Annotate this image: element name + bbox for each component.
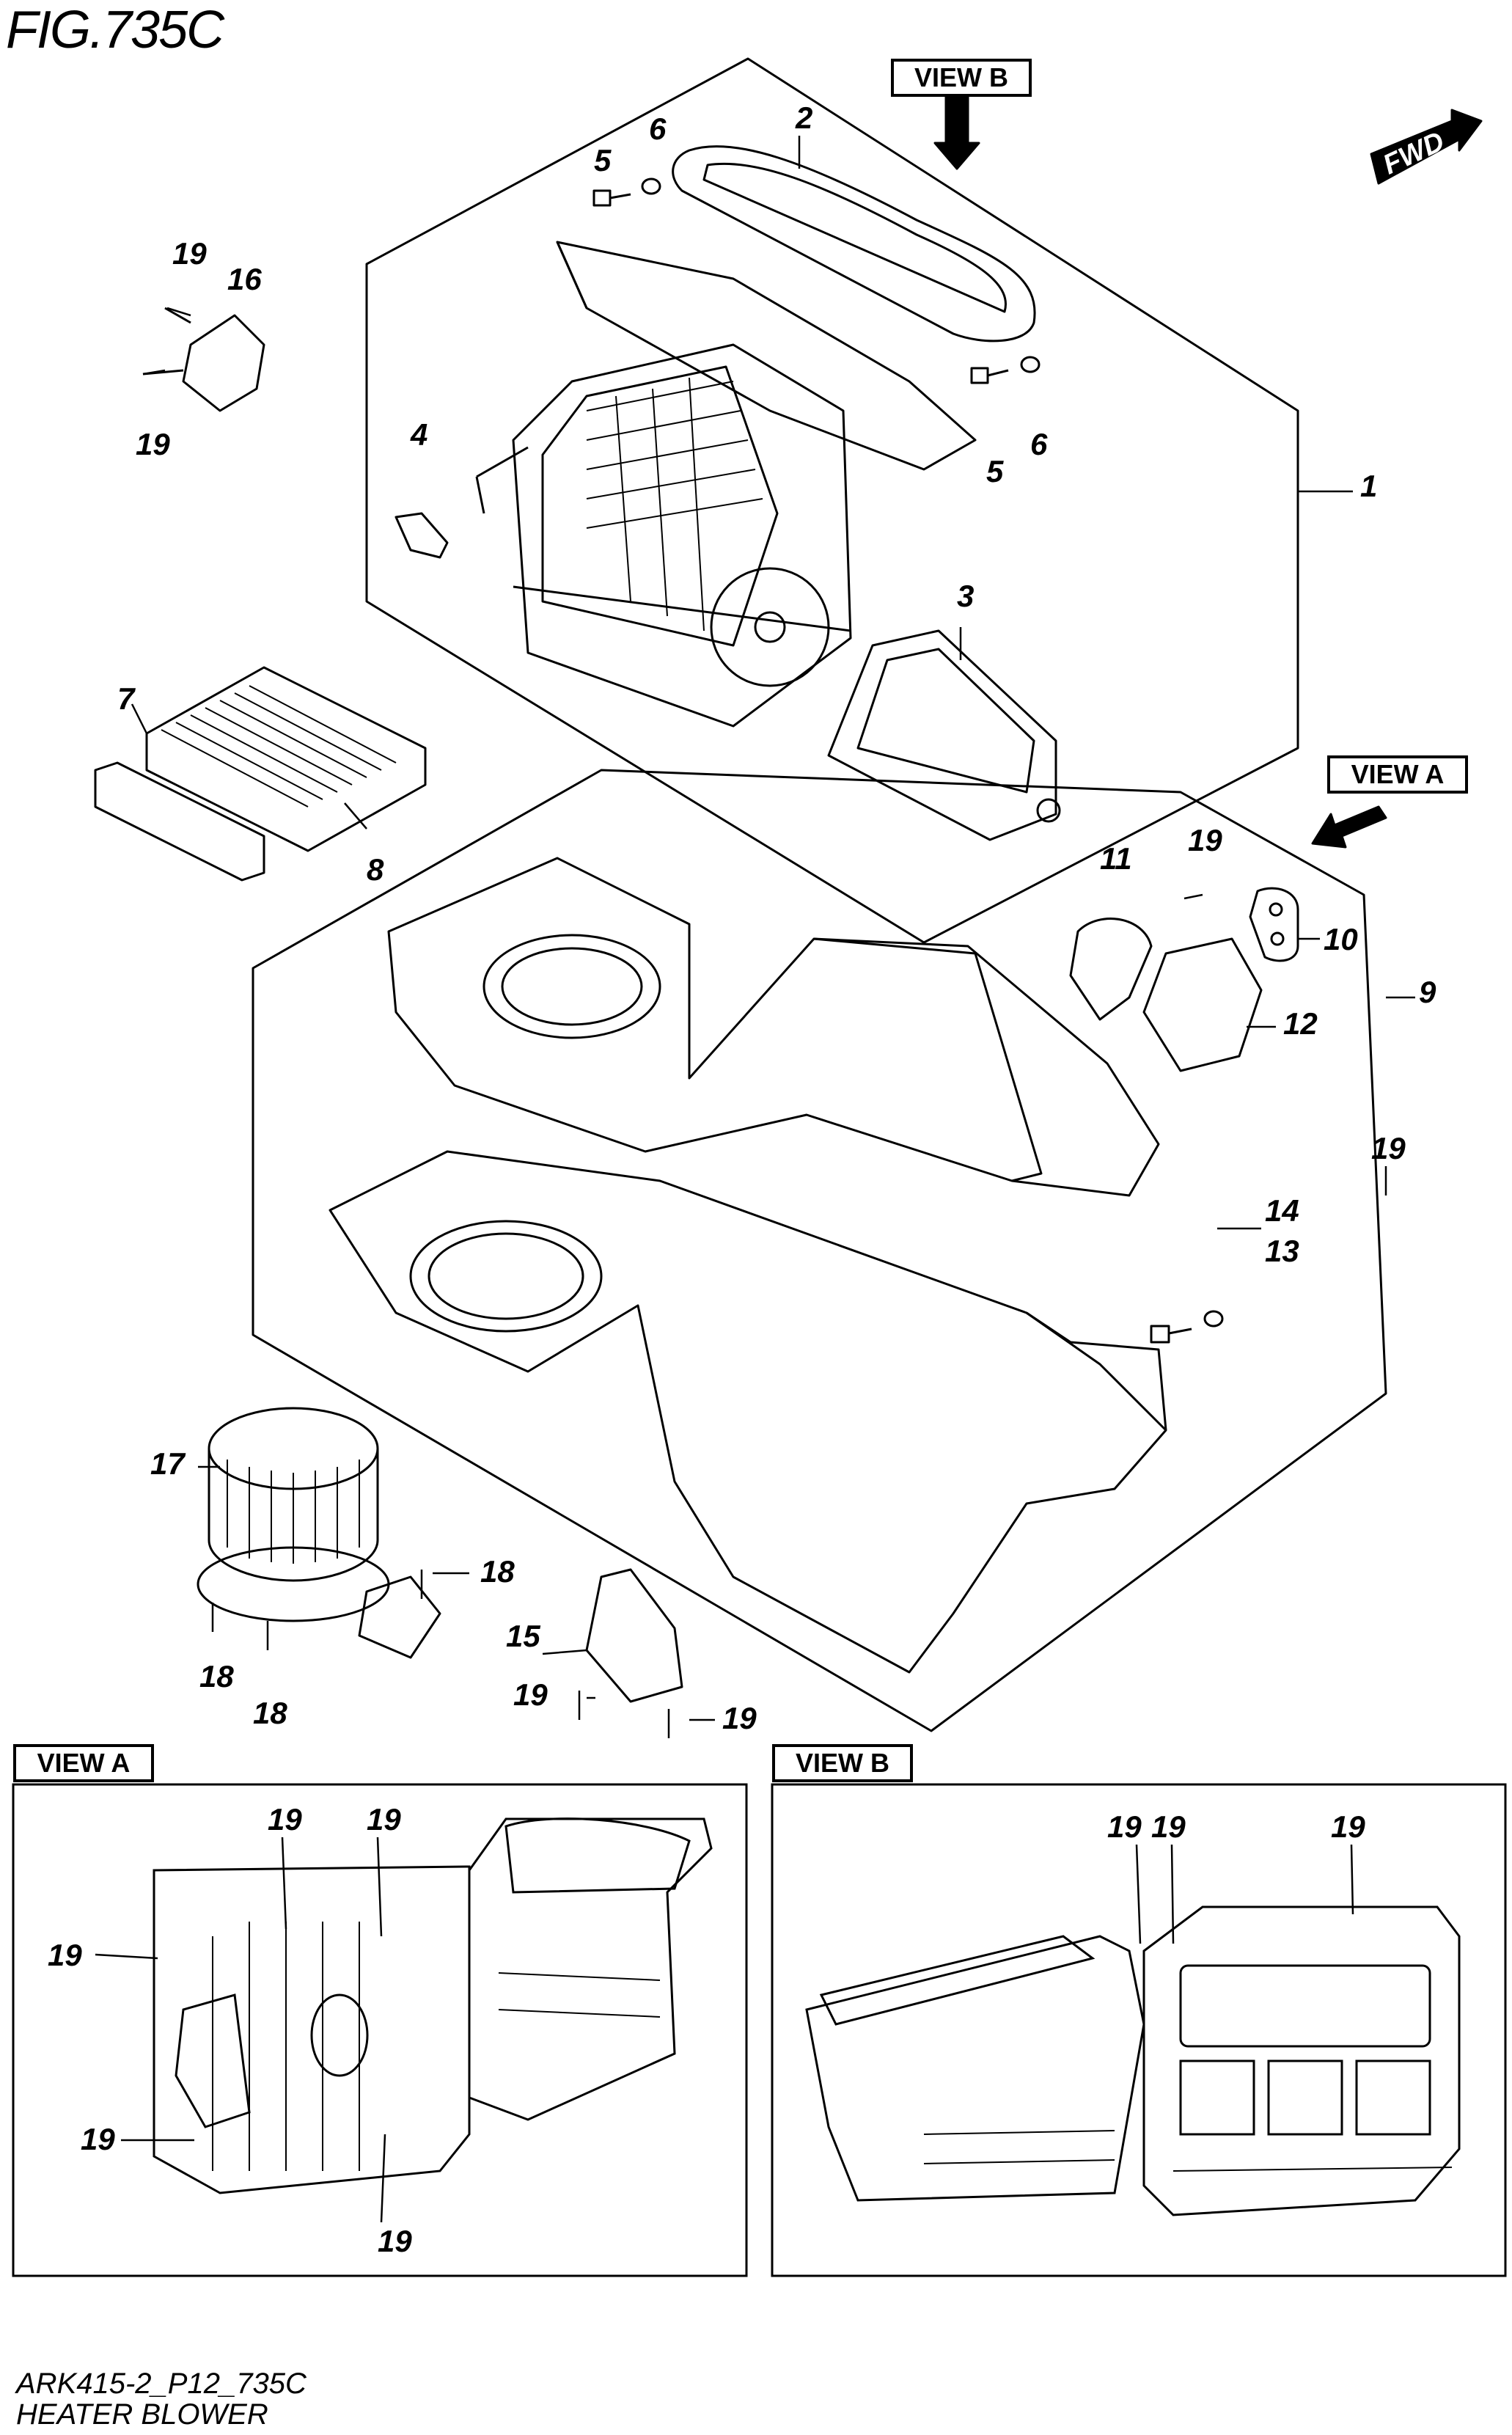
callout-11: 11 xyxy=(1100,841,1132,876)
view-a-illustration xyxy=(95,1817,713,2223)
callout-1: 1 xyxy=(1360,469,1378,503)
sensor-part-4 xyxy=(394,512,449,559)
filter-frame-part-7 xyxy=(94,761,265,882)
view-a-arrow xyxy=(1311,805,1387,849)
screw-part-5b xyxy=(970,367,989,384)
washer-part-14 xyxy=(1203,1310,1224,1328)
view-b-box-tag: VIEW B xyxy=(772,1744,913,1782)
callout-5b: 5 xyxy=(986,454,1004,488)
lower-assembly-outline xyxy=(252,769,1387,1732)
gasket-part-10 xyxy=(1249,887,1299,962)
callout-19c: 19 xyxy=(1188,823,1222,857)
leader-lines xyxy=(131,136,1415,1721)
callout-19d: 19 xyxy=(1371,1131,1406,1165)
callout-18a: 18 xyxy=(480,1554,515,1589)
lower-case-upper-half xyxy=(387,857,1160,1197)
callout-19a: 19 xyxy=(172,236,207,271)
view-a-callout-19b: 19 xyxy=(367,1802,401,1837)
washer-part-6b xyxy=(1020,356,1041,373)
view-a-box xyxy=(12,1783,748,2277)
view-a-callout-19c: 19 xyxy=(48,1938,82,1972)
callout-6b: 6 xyxy=(1030,427,1048,461)
callout-15: 15 xyxy=(506,1619,540,1653)
callout-17: 17 xyxy=(150,1446,185,1481)
view-b-tag: VIEW B xyxy=(891,59,1032,97)
screw-part-13 xyxy=(1150,1325,1170,1344)
view-b-callout-19a: 19 xyxy=(1107,1809,1142,1844)
screws-part-19 xyxy=(142,307,1387,1738)
duct-part-2 xyxy=(556,145,1036,471)
callout-6a: 6 xyxy=(649,111,667,146)
view-a-callout-19a: 19 xyxy=(268,1802,302,1837)
callout-16: 16 xyxy=(227,262,262,296)
resistor-part-15 xyxy=(585,1568,683,1703)
view-a-tag: VIEW A xyxy=(1327,755,1468,794)
view-b-leaders xyxy=(1135,1844,1354,1944)
actuator-part-16 xyxy=(182,314,265,412)
cover-part-12 xyxy=(1142,937,1263,1072)
callout-19e: 19 xyxy=(513,1677,548,1712)
callout-4: 4 xyxy=(411,417,428,452)
upper-case-body xyxy=(475,343,852,728)
footer-name: HEATER BLOWER xyxy=(16,2398,268,2431)
callout-19b: 19 xyxy=(136,427,170,461)
callout-14: 14 xyxy=(1265,1193,1299,1228)
callout-3: 3 xyxy=(957,579,975,613)
figure-title: FIG.735C xyxy=(6,1,224,59)
callout-9: 9 xyxy=(1419,975,1436,1009)
cover-part-11 xyxy=(1069,918,1153,1021)
view-b-callout-19c: 19 xyxy=(1331,1809,1365,1844)
callout-10: 10 xyxy=(1324,922,1358,956)
view-a-box-tag: VIEW A xyxy=(13,1744,154,1782)
callout-13: 13 xyxy=(1265,1234,1299,1268)
footer-code: ARK415-2_P12_735C xyxy=(16,2368,307,2400)
view-b-illustration xyxy=(805,1844,1461,2216)
fwd-badge xyxy=(1370,109,1483,185)
callout-18b: 18 xyxy=(199,1659,234,1693)
view-b-callout-19b: 19 xyxy=(1151,1809,1186,1844)
filter-part-8 xyxy=(145,666,427,852)
callout-12: 12 xyxy=(1283,1006,1318,1041)
evaporator-part-3 xyxy=(827,629,1061,841)
callout-5a: 5 xyxy=(594,143,612,177)
screw-part-5a xyxy=(592,189,612,207)
view-a-leaders xyxy=(95,1837,386,2223)
blower-motor-part-17 xyxy=(197,1407,441,1659)
callout-8: 8 xyxy=(367,852,384,887)
lower-case-lower-half xyxy=(329,1150,1167,1674)
view-b-arrow xyxy=(933,87,980,170)
washer-part-6a xyxy=(641,177,661,195)
callout-18c: 18 xyxy=(253,1696,287,1730)
callout-2: 2 xyxy=(796,100,813,135)
view-a-callout-19d: 19 xyxy=(81,2122,115,2156)
view-a-callout-19e: 19 xyxy=(378,2224,412,2258)
callout-7: 7 xyxy=(117,681,135,716)
upper-assembly-outline xyxy=(365,57,1299,944)
callout-19f: 19 xyxy=(722,1701,757,1735)
view-b-box xyxy=(771,1783,1507,2277)
